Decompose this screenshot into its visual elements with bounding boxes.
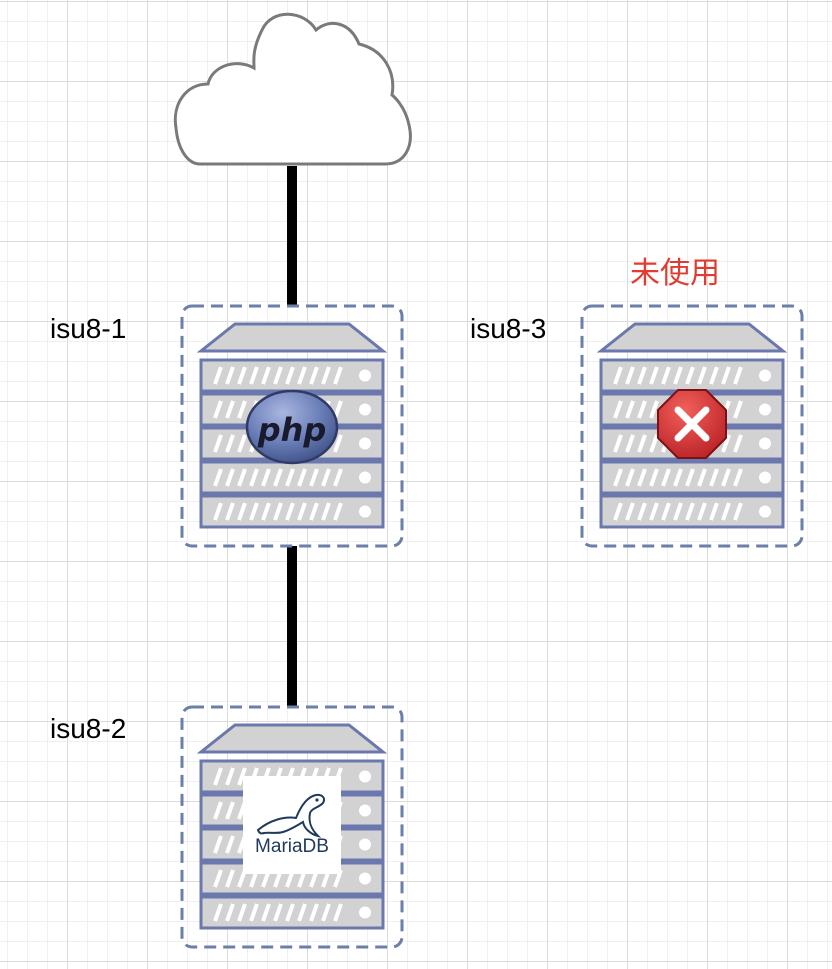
label-isu8-3: isu8-3 [470,313,547,344]
mariadb-logo-text: MariaDB [255,836,329,857]
mariadb-logo-icon: MariaDB [243,776,341,874]
group-isu8-2[interactable] [180,705,404,949]
label-isu8-1: isu8-1 [50,313,127,344]
group-isu8-1[interactable] [180,304,404,548]
cloud-icon [173,12,412,166]
error-x-icon [657,389,727,459]
status-unused-label: 未使用 [630,256,720,291]
group-isu8-3[interactable] [580,304,804,548]
label-isu8-2: isu8-2 [50,713,127,744]
php-logo-text: php [257,411,327,449]
php-logo-icon: php [245,389,339,465]
